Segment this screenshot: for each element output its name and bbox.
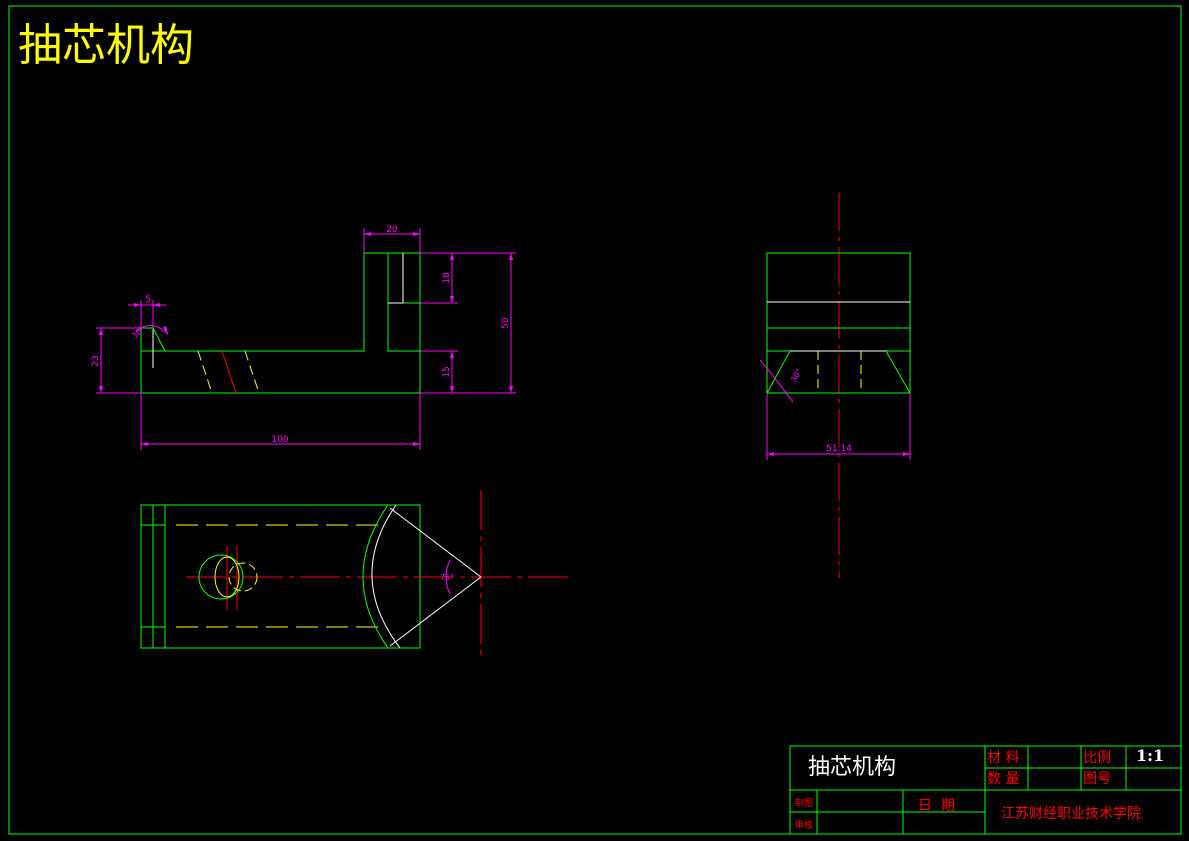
sheet-title: 抽芯机构 — [18, 20, 194, 71]
dim-arrow — [767, 452, 774, 456]
title-block-checked-by-label: 审核 — [795, 819, 813, 831]
dim-top-width-label: 20 — [386, 225, 398, 235]
title-block-material-label: 材 料 — [987, 750, 1019, 766]
title-block-drawing-no-label: 图号 — [1083, 771, 1111, 787]
dim-arrow — [99, 386, 103, 393]
top-view-arc — [371, 504, 401, 649]
side-view: 30° 51.14 — [759, 193, 911, 578]
title-block-quantity-label: 数 量 — [987, 771, 1019, 787]
dim-angle-arc — [445, 559, 451, 595]
front-view-center-slant — [221, 350, 237, 394]
top-view-hole-circle — [198, 554, 244, 600]
top-view-hole-inner — [214, 556, 240, 598]
front-view: 20 5 30° 23 100 18 — [91, 225, 516, 450]
dim-arrow — [450, 386, 454, 393]
dim-arrow — [509, 386, 513, 393]
side-view-bevel — [885, 350, 911, 394]
dim-total-height-label: 50 — [501, 317, 511, 329]
side-view-bevel — [766, 350, 791, 394]
dim-arrow — [903, 452, 910, 456]
front-view-hidden-slant — [197, 350, 213, 394]
dim-angle-arc — [759, 359, 794, 403]
dim-upper-height-label: 18 — [442, 272, 452, 284]
dim-arrow — [450, 296, 454, 303]
top-view-cone-edge — [389, 507, 482, 578]
top-view-hole-hidden — [228, 562, 258, 592]
title-block-drawn-by-label: 制图 — [795, 797, 813, 809]
dim-arrow — [141, 442, 148, 446]
dim-base-height-label: 15 — [442, 366, 452, 377]
front-view-bevel — [152, 327, 166, 352]
top-dim-angle-label: 75° — [440, 573, 454, 582]
dim-arrow — [153, 303, 160, 307]
dim-arrow — [163, 326, 168, 334]
title-block: 抽芯机构 材 料 数 量 比例 1:1 图号 制图 审核 日 期 江苏财经职业技… — [789, 745, 1182, 835]
side-dim-angle-label: 30° — [789, 367, 804, 384]
sheet-border — [8, 5, 1182, 835]
dim-arrow — [364, 232, 371, 236]
dim-arrow — [413, 442, 420, 446]
title-block-institution: 江苏财经职业技术学院 — [1001, 806, 1141, 822]
title-block-scale-value: 1:1 — [1136, 746, 1164, 765]
dim-tip-width-label: 5 — [145, 295, 151, 305]
front-view-outline — [140, 252, 421, 394]
dim-angle-arc — [135, 325, 169, 335]
title-block-part-name: 抽芯机构 — [808, 755, 896, 780]
top-view-arc — [362, 504, 389, 649]
dim-arrow — [99, 328, 103, 335]
dim-arrow — [450, 351, 454, 358]
dim-arrow — [413, 232, 420, 236]
front-view-hidden-slant — [244, 350, 260, 394]
title-block-scale-label: 比例 — [1083, 750, 1111, 766]
dim-overall-length-label: 100 — [271, 435, 288, 445]
top-view-cone-edge — [389, 576, 482, 647]
title-block-date-label: 日 期 — [918, 798, 955, 814]
dim-arrow — [134, 303, 141, 307]
dim-left-height-label: 23 — [91, 355, 101, 366]
dim-arrow — [509, 253, 513, 260]
top-view: 75° — [140, 490, 568, 658]
side-dim-width-label: 51.14 — [826, 444, 852, 454]
side-view-outline — [766, 252, 911, 394]
dim-arrow — [450, 253, 454, 260]
